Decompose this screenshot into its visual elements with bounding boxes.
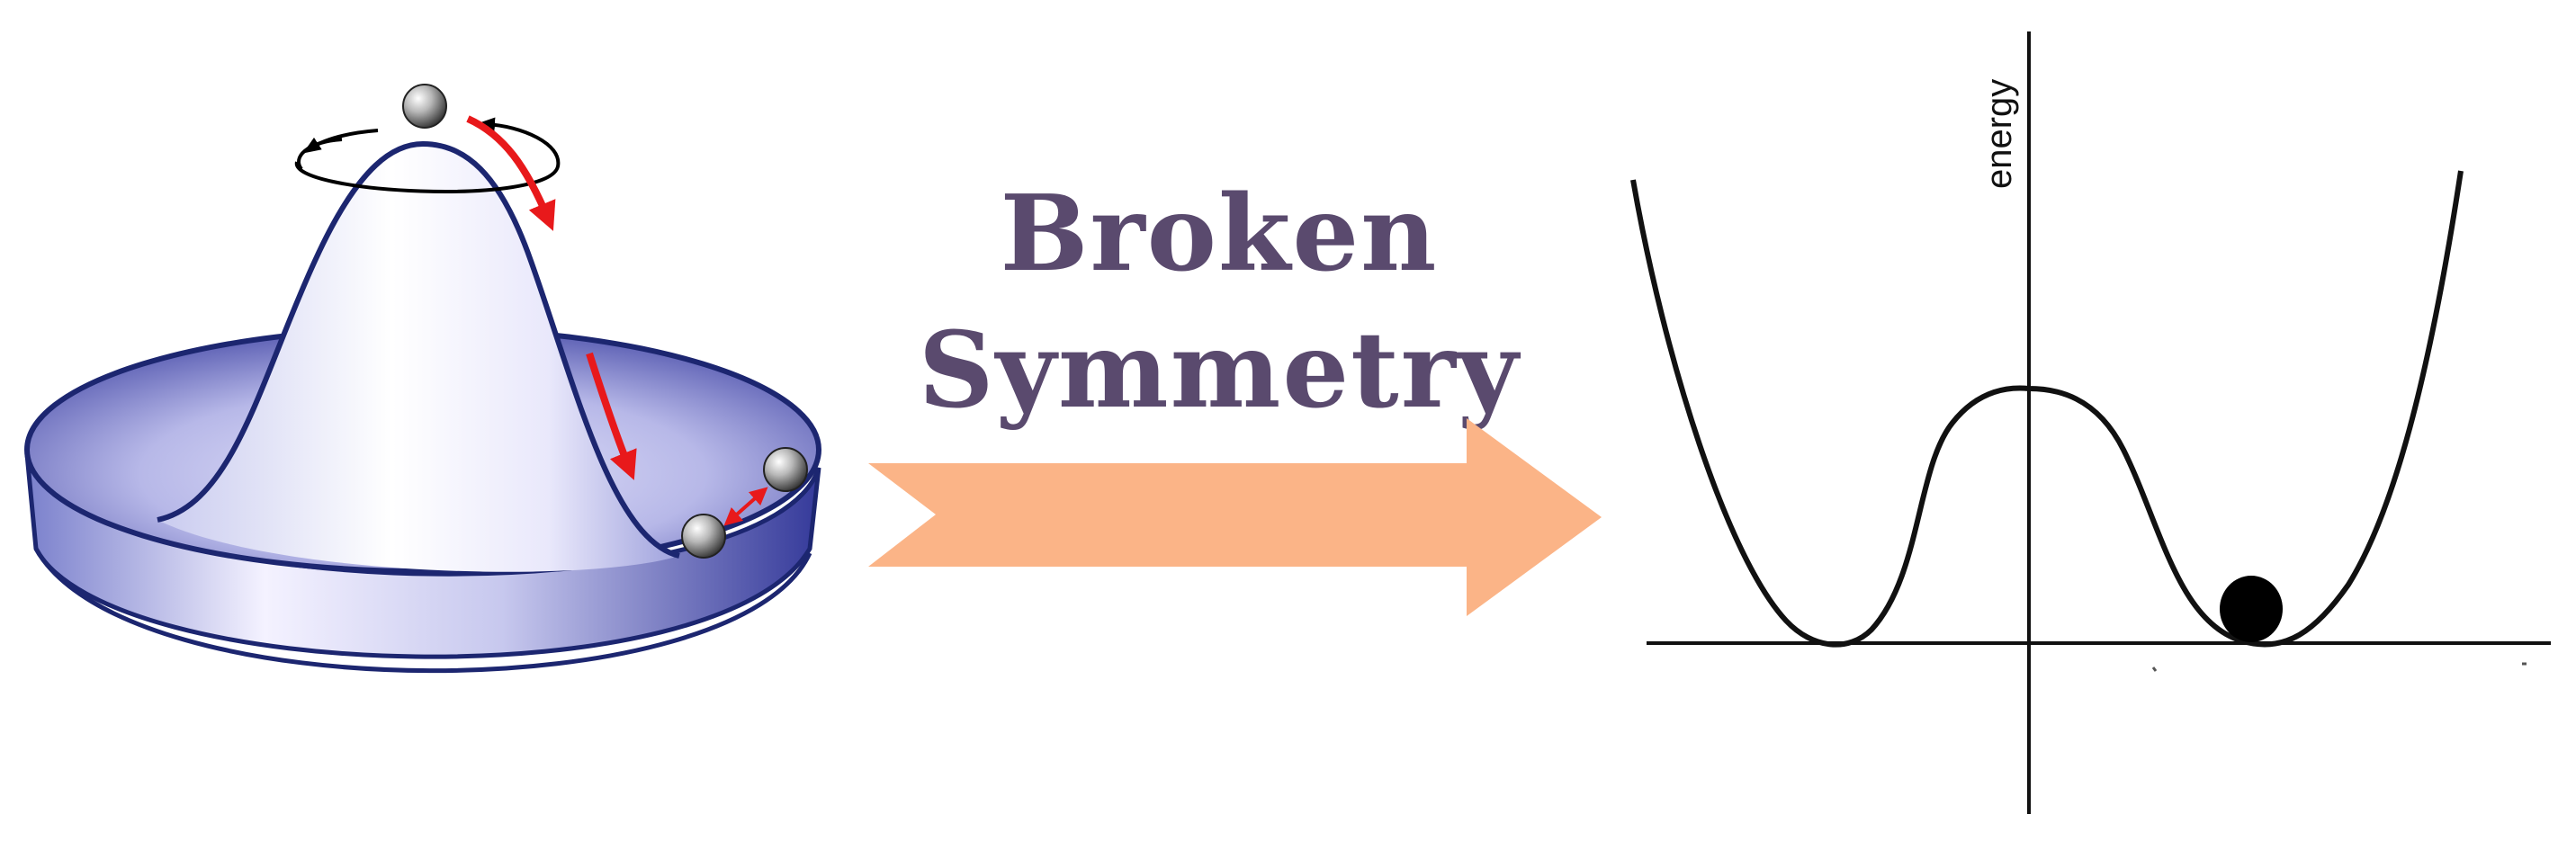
transition-arrow bbox=[868, 418, 1602, 616]
ball-in-trough-1 bbox=[681, 514, 726, 559]
mexican-hat-potential bbox=[24, 84, 821, 674]
roll-arrow-side bbox=[586, 352, 637, 480]
hat-hump bbox=[157, 144, 679, 572]
double-well-plot: energy bbox=[1630, 31, 2551, 814]
roll-arrow-top bbox=[466, 115, 556, 231]
hat-hump-outline bbox=[157, 140, 680, 559]
ball-in-minimum bbox=[2220, 576, 2283, 642]
caption-line-2: Symmetry bbox=[919, 309, 1521, 432]
ball-in-trough-2 bbox=[763, 447, 808, 492]
broken-symmetry-caption: Broken Symmetry bbox=[919, 173, 1521, 432]
oscillation-arrow bbox=[723, 487, 768, 526]
y-axis-label: energy bbox=[1979, 79, 2019, 189]
potential-curve bbox=[1630, 170, 2464, 648]
caption-line-1: Broken bbox=[1000, 173, 1438, 295]
ball-on-peak bbox=[402, 84, 447, 129]
